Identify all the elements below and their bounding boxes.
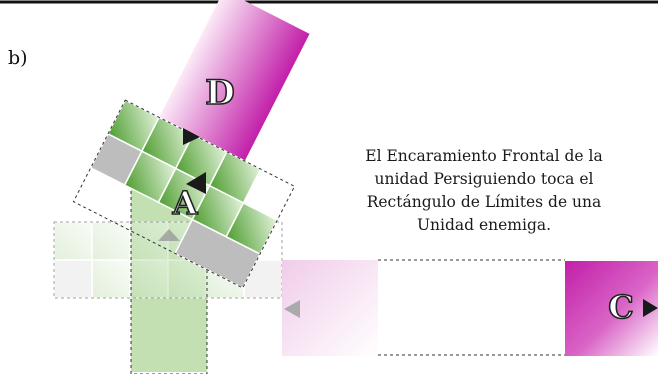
- unit-d-label: D: [205, 73, 234, 113]
- caption-line-4: Unidad enemiga.: [416, 216, 552, 234]
- unit-d-facing-arrow: [183, 128, 200, 145]
- caption: El Encaramiento Frontal de la unidad Per…: [326, 145, 642, 237]
- unit-a-facing-arrow: [186, 172, 206, 194]
- caption-line-2: unidad Persiguiendo toca el: [374, 170, 594, 188]
- unit-c-facing-arrow: [643, 299, 658, 317]
- unit-c-label: C: [608, 288, 633, 326]
- caption-line-3: Rectángulo de Límites de una: [366, 193, 602, 211]
- unit-c: [565, 261, 658, 356]
- panel-label: b): [8, 47, 28, 69]
- caption-line-1: El Encaramiento Frontal de la: [365, 147, 603, 165]
- ghost-a-facing-arrow: [158, 229, 180, 241]
- unit-a-label: A: [172, 184, 199, 222]
- ghost-c-facing-arrow: [284, 300, 300, 318]
